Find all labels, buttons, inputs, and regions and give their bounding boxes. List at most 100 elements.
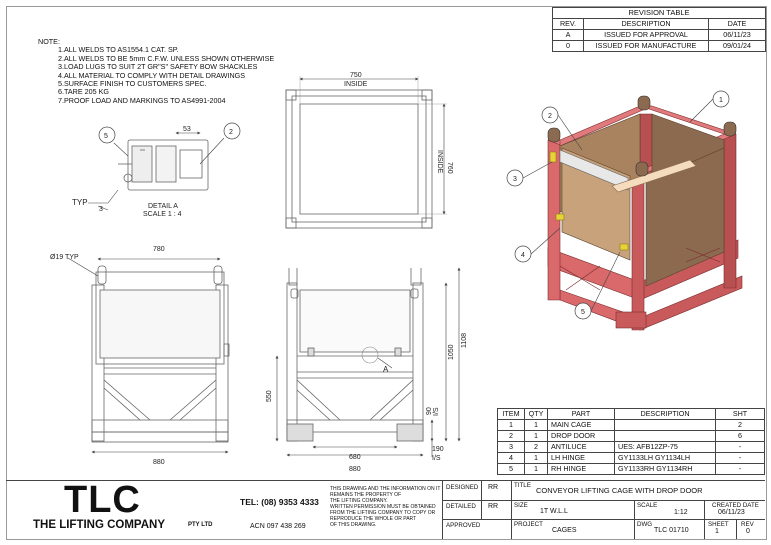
iso-balloon-label-3: 3	[513, 176, 517, 183]
bom-cell: 2	[524, 441, 548, 453]
project-label: PROJECT	[514, 521, 543, 528]
created-label: CREATED DATE	[712, 502, 759, 509]
bom-cell: UES: AFB12ZP-75	[614, 441, 716, 453]
dim-top-depth: 760	[446, 162, 453, 174]
bom-cell: 2	[715, 419, 765, 431]
dim-detail-53: 53	[183, 126, 191, 133]
detail-balloon-left-label: 5	[104, 133, 108, 140]
bom-header-qty: QTY	[524, 408, 548, 420]
bom-cell: 1	[524, 419, 548, 431]
bom-cell: GY1133LH GY1134LH	[614, 452, 716, 464]
bom-cell: MAIN CAGE	[547, 419, 615, 431]
iso-balloon-label-1: 1	[719, 97, 723, 104]
dim-top-inside: INSIDE	[344, 81, 368, 88]
top-view	[285, 76, 447, 229]
sheet-value: 1	[715, 528, 719, 535]
bom-cell: 1	[524, 463, 548, 475]
disclaimer-line: THE LIFTING COMPANY.	[330, 498, 388, 504]
company-tel: TEL: (08) 9353 4333	[240, 497, 319, 507]
disclaimer-line: REMAINS THE PROPERTY OF	[330, 492, 402, 498]
bom-cell: GY1133RH GY1134RH	[614, 463, 716, 475]
iso-balloon-4	[514, 245, 532, 263]
revision-row: A ISSUED FOR APPROVAL 06/11/23	[552, 29, 766, 41]
bom-cell: 3	[497, 441, 525, 453]
section-a-label: A	[383, 365, 389, 374]
notes-heading: NOTE:	[38, 37, 60, 46]
detailed-label: DETAILED	[446, 503, 476, 510]
dim-side-880: 880	[349, 466, 361, 473]
company-acn: ACN 097 438 269	[250, 523, 306, 530]
bom-cell: DROP DOOR	[547, 430, 615, 442]
dim-side-is2: I/S	[432, 455, 441, 462]
created-value: 06/11/23	[718, 509, 745, 516]
rev-cell: 09/01/24	[708, 40, 766, 52]
project-value: CAGES	[552, 527, 577, 534]
bom-header-sht: SHT	[715, 408, 765, 420]
scale-label: SCALE	[637, 502, 658, 509]
dim-side-is: I/S	[433, 407, 440, 416]
company-name: THE LIFTING COMPANY	[33, 519, 166, 531]
detail-title: DETAIL A	[148, 203, 178, 210]
note-item: 1.ALL WELDS TO AS1554.1 CAT. SP.	[58, 45, 179, 55]
bom-cell: ANTILUCE	[547, 441, 615, 453]
size-label: SIZE	[514, 502, 528, 509]
bom-cell	[614, 430, 716, 442]
bom-cell: 4	[497, 452, 525, 464]
disclaimer-line: WRITTEN PERMISSION MUST BE OBTAINED	[330, 504, 436, 510]
designed-label: DESIGNED	[446, 484, 479, 491]
company-logo: TLC	[64, 479, 141, 521]
iso-leaders	[522, 98, 714, 312]
note-item: 2.ALL WELDS TO BE 5mm C.F.W. UNLESS SHOW…	[58, 53, 275, 63]
dwg-value: TLC 01710	[654, 527, 689, 534]
note-item: 4.ALL MATERIAL TO COMPLY WITH DETAIL DRA…	[58, 70, 246, 80]
detail-balloon-2	[223, 122, 241, 140]
dim-front-width-bottom: 880	[153, 459, 165, 466]
dim-side-190: 190	[432, 446, 444, 453]
front-view	[67, 257, 230, 454]
drawing-border	[6, 6, 767, 540]
note-item: 3.LOAD LUGS TO SUIT 2T GR"S" SAFETY BOW …	[58, 62, 258, 72]
dim-side-680: 680	[349, 454, 361, 461]
drawing-title: CONVEYOR LIFTING CAGE WITH DROP DOOR	[536, 486, 703, 495]
detail-weld: 3	[99, 206, 103, 213]
detail-scale: SCALE 1 : 4	[143, 211, 182, 218]
dim-top-width: 750	[350, 72, 362, 79]
company-pty: PTY LTD	[188, 522, 213, 528]
bom-cell: -	[715, 452, 765, 464]
dim-side-550: 550	[266, 390, 273, 402]
bom-cell: 2	[497, 430, 525, 442]
bom-cell: 1	[524, 430, 548, 442]
disclaimer-line: OF THIS DRAWING.	[330, 522, 377, 528]
bom-header-item: ITEM	[497, 408, 525, 420]
detail-balloon-right-label: 2	[229, 129, 233, 136]
sheet-label: SHEET	[708, 521, 729, 528]
note-item: 6.TARE 205 KG	[58, 87, 109, 97]
isometric-view	[547, 95, 743, 331]
dim-top-depth-inside: INSIDE	[436, 150, 443, 174]
bom-cell: 1	[497, 419, 525, 431]
dim-side-1050: 1050	[448, 344, 455, 360]
disclaimer-line: FROM THE LIFTING COMPANY TO COPY OR	[330, 510, 436, 516]
iso-balloon-2	[541, 106, 559, 124]
revision-table: REVISION TABLE REV. DESCRIPTION DATE A I…	[552, 7, 766, 52]
detail-typ: TYP	[72, 198, 88, 207]
bom-cell: -	[715, 463, 765, 475]
bom-header-part: PART	[547, 408, 615, 420]
title-label: TITLE	[514, 482, 531, 489]
scale-value: 1:12	[674, 509, 688, 516]
note-item: 7.PROOF LOAD AND MARKINGS TO AS4991-2004	[58, 95, 226, 105]
dwg-label: DWG	[637, 521, 653, 528]
bom-header-description: DESCRIPTION	[614, 408, 716, 420]
iso-balloon-label-5: 5	[581, 309, 585, 316]
notes-block: NOTE: 1.ALL WELDS TO AS1554.1 CAT. SP. 2…	[38, 37, 275, 105]
disclaimer-line: REPRODUCE THE WHOLE OR PART	[330, 516, 417, 522]
disclaimer-line: THIS DRAWING AND THE INFORMATION ON IT	[330, 486, 441, 492]
iso-balloon-1	[712, 90, 730, 108]
